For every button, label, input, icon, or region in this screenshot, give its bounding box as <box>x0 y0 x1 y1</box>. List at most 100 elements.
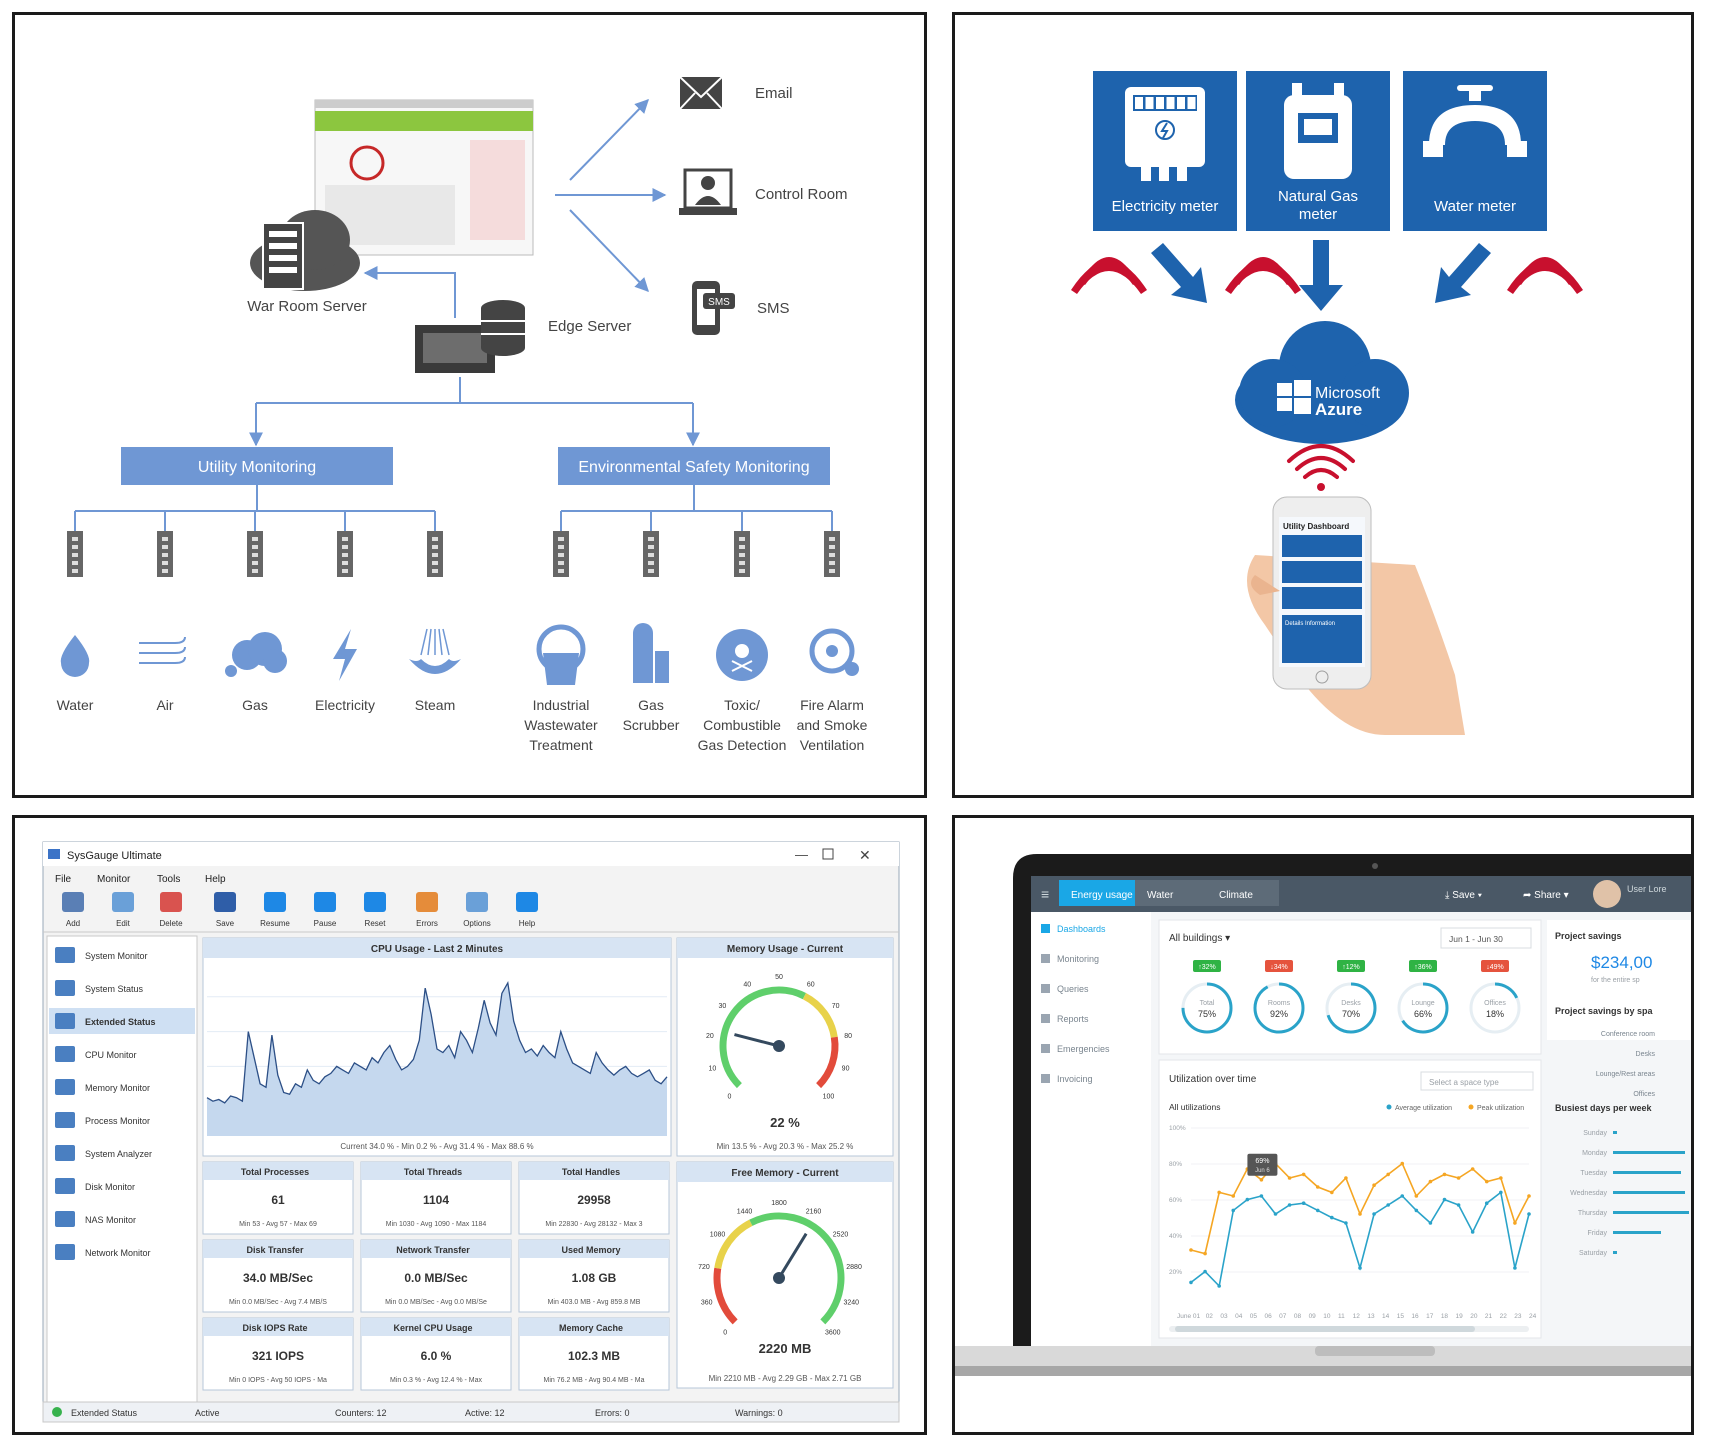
x-tick: 04 <box>1235 1313 1243 1320</box>
architecture-diagram-panel: War Room Server Edge Server Email Contro… <box>12 12 927 798</box>
air-icon <box>139 636 186 664</box>
item-air: Air <box>139 511 186 713</box>
sidebar-item-extended-status[interactable]: Extended Status <box>49 1008 195 1034</box>
maximize-button[interactable] <box>822 848 834 860</box>
day-label: Tuesday <box>1580 1170 1607 1177</box>
sidebar-item-process-monitor[interactable]: Process Monitor <box>55 1112 150 1128</box>
sidebar-item-system-analyzer[interactable]: System Analyzer <box>55 1145 152 1161</box>
nav-queries[interactable]: Queries <box>1041 984 1089 994</box>
toolbar-save-button[interactable]: Save <box>214 892 236 928</box>
close-button[interactable]: ✕ <box>859 847 871 863</box>
item-steam: Steam <box>409 511 461 713</box>
svg-text:Process Monitor: Process Monitor <box>85 1116 150 1126</box>
item-label: Toxic/ <box>724 697 760 713</box>
toolbar-reset-button[interactable]: Reset <box>364 892 386 928</box>
item-label: Ventilation <box>800 737 865 753</box>
gauge-needle <box>734 1033 780 1048</box>
control-room-icon <box>679 168 737 215</box>
x-tick: 05 <box>1250 1313 1258 1320</box>
chart-scrollbar[interactable] <box>1175 1326 1475 1332</box>
sensor-icon <box>337 531 353 577</box>
toolbar-errors-button[interactable]: Errors <box>416 892 438 928</box>
output-label-control-room: Control Room <box>755 186 848 203</box>
share-button[interactable]: ➦ Share ▾ <box>1523 890 1569 901</box>
status-bar-item: Active <box>195 1408 220 1418</box>
toolbar-pause-button[interactable]: Pause <box>314 892 337 928</box>
free-memory-footer: Min 2210 MB - Avg 2.29 GB - Max 2.71 GB <box>709 1374 862 1383</box>
y-tick: 100% <box>1169 1125 1186 1132</box>
sensor-icon <box>734 531 750 577</box>
tab-climate[interactable]: Climate <box>1207 880 1279 906</box>
buildings-select[interactable]: All buildings ▾ <box>1169 933 1230 944</box>
nav-invoicing[interactable]: Invoicing <box>1041 1074 1093 1084</box>
edge-server-label: Edge Server <box>548 318 631 335</box>
svg-text:75%: 75% <box>1198 1009 1216 1019</box>
sidebar-item-disk-monitor[interactable]: Disk Monitor <box>55 1178 135 1194</box>
nav-reports[interactable]: Reports <box>1041 1014 1089 1024</box>
svg-text:↓49%: ↓49% <box>1486 964 1504 971</box>
x-tick: 22 <box>1500 1313 1508 1320</box>
save-button[interactable]: ⤓ Save ▾ <box>1445 890 1483 901</box>
nav-monitoring[interactable]: Monitoring <box>1041 954 1099 964</box>
sidebar-item-nas-monitor[interactable]: NAS Monitor <box>55 1211 136 1227</box>
tab-water[interactable]: Water <box>1135 880 1207 906</box>
signal-icon <box>1225 257 1301 294</box>
stat-value: 102.3 MB <box>568 1349 620 1363</box>
menu-icon[interactable]: ≡ <box>1041 886 1049 902</box>
menu-tools[interactable]: Tools <box>157 874 180 885</box>
project-savings-sub: for the entire sp <box>1591 977 1640 984</box>
stat-title: Total Processes <box>241 1167 309 1177</box>
sensor-icon <box>67 531 83 577</box>
menu-monitor[interactable]: Monitor <box>97 874 131 885</box>
cpu-area <box>207 982 667 1136</box>
menu-help[interactable]: Help <box>205 874 226 885</box>
sidebar-item-cpu-monitor[interactable]: CPU Monitor <box>55 1046 137 1062</box>
sidebar-item-memory-monitor[interactable]: Memory Monitor <box>55 1079 150 1095</box>
minimize-button[interactable]: — <box>795 847 808 862</box>
svg-text:1440: 1440 <box>737 1208 753 1215</box>
toolbar-delete-button[interactable]: Delete <box>159 892 183 928</box>
svg-text:1080: 1080 <box>710 1231 726 1238</box>
toolbar-resume-button[interactable]: Resume <box>260 892 290 928</box>
stat-sub: Min 53 - Avg 57 - Max 69 <box>239 1221 317 1228</box>
avatar[interactable] <box>1593 880 1621 908</box>
sensor-icon <box>157 531 173 577</box>
toolbar-edit-button[interactable]: Edit <box>112 892 134 928</box>
day-bar <box>1613 1231 1661 1234</box>
svg-text:80: 80 <box>844 1033 852 1040</box>
day-label: Wednesday <box>1570 1190 1607 1197</box>
space-type-select[interactable] <box>1420 1071 1534 1091</box>
menu-file[interactable]: File <box>55 874 72 885</box>
sidebar-item-system-monitor[interactable]: System Monitor <box>55 947 148 963</box>
svg-text:↑32%: ↑32% <box>1198 964 1216 971</box>
x-tick: 24 <box>1529 1313 1537 1320</box>
svg-text:60: 60 <box>807 982 815 989</box>
war-room-server-label: War Room Server <box>247 298 366 315</box>
stat-value: 6.0 % <box>421 1349 452 1363</box>
toolbar-help-button[interactable]: Help <box>516 892 538 928</box>
svg-text:66%: 66% <box>1414 1009 1432 1019</box>
nav-dashboards[interactable]: Dashboards <box>1041 924 1106 934</box>
svg-text:Climate: Climate <box>1219 890 1253 901</box>
project-savings-value: $234,00 <box>1591 953 1652 972</box>
savings-item: Desks <box>1636 1051 1656 1058</box>
user-name: User Lore <box>1627 884 1667 894</box>
toolbar-options-button[interactable]: Options <box>463 892 491 928</box>
toolbar-add-button[interactable]: Add <box>62 892 84 928</box>
tab-energy-usage[interactable]: Energy usage <box>1059 880 1143 906</box>
stat-title: Disk Transfer <box>246 1245 304 1255</box>
azure-cloud-icon: Microsoft Azure <box>1235 321 1409 444</box>
dashboard-thumbnail <box>314 99 534 256</box>
day-label: Saturday <box>1579 1250 1608 1257</box>
svg-text:69%: 69% <box>1255 1158 1269 1165</box>
date-range-picker[interactable] <box>1440 927 1532 949</box>
nav-emergencies[interactable]: Emergencies <box>1041 1044 1110 1054</box>
sidebar-item-system-status[interactable]: System Status <box>55 980 144 996</box>
sidebar-item-network-monitor[interactable]: Network Monitor <box>55 1244 151 1260</box>
stat-value: 61 <box>271 1193 285 1207</box>
cpu-usage-footer: Current 34.0 % - Min 0.2 % - Avg 31.4 % … <box>340 1142 533 1151</box>
